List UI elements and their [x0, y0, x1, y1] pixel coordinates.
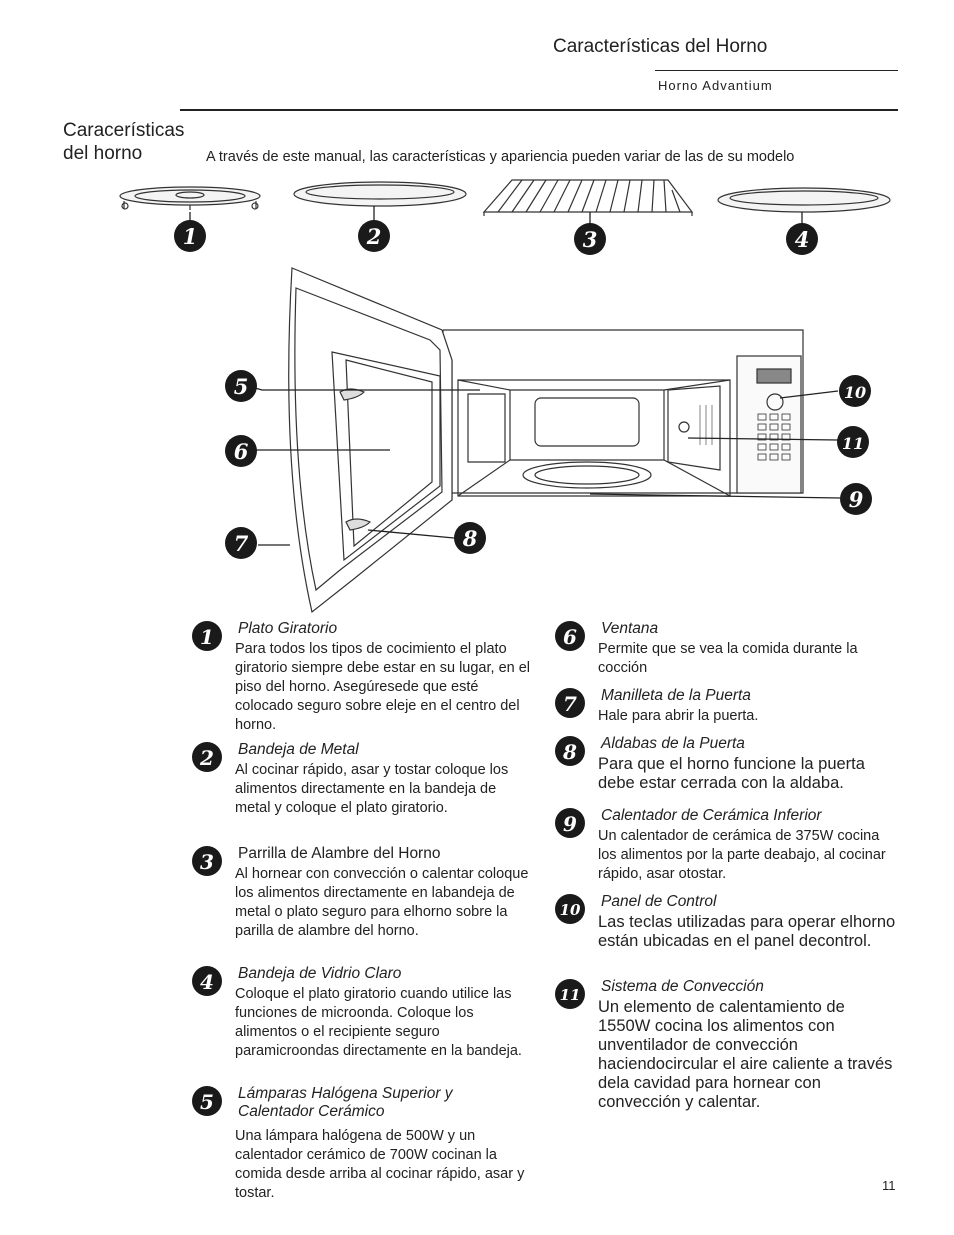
callout-number: 6 — [563, 625, 577, 649]
numbered-callout-icon: 9 — [555, 808, 585, 838]
page-header-subtitle: Horno Advantium — [658, 78, 773, 93]
numbered-callout-icon: 6 — [555, 621, 585, 651]
callout-10-icon: 10 — [839, 375, 871, 407]
callout-8-label: 8 — [462, 526, 478, 551]
callout-2-label: 2 — [366, 224, 382, 249]
section-divider — [180, 109, 898, 111]
feature-description: Al cocinar rápido, asar y tostar coloque… — [235, 762, 509, 816]
numbered-callout-icon: 4 — [192, 966, 222, 996]
callout-4-label: 4 — [795, 227, 810, 252]
feature-description: Un elemento de calentamiento de 1550W co… — [598, 998, 893, 1111]
callout-5-icon: 5 — [225, 370, 257, 402]
feature-description: Permite que se vea la comida durante la … — [598, 641, 858, 676]
callout-9-label: 9 — [849, 487, 864, 512]
oven-illustration: 1 2 3 4 5 6 7 8 10 11 9 — [119, 179, 891, 614]
page-number: 11 — [882, 1178, 896, 1193]
callout-8-icon: 8 — [454, 522, 486, 554]
feature-description: Las teclas utilizadas para operar elhorn… — [598, 913, 896, 950]
callout-number: 7 — [563, 692, 577, 716]
feature-title: Bandeja de Metal — [238, 741, 359, 758]
section-title: Caracerísticas del horno — [63, 119, 184, 165]
page-header-title: Características del Horno — [553, 36, 768, 57]
callout-6-label: 6 — [234, 439, 249, 464]
numbered-callout-icon: 3 — [192, 846, 222, 876]
metal-tray-illustration — [293, 181, 467, 207]
oven-body — [442, 329, 804, 501]
feature-item-9: Calentador de Cerámica Inferior Un calent… — [598, 807, 898, 884]
feature-title: Manilleta de la Puerta — [601, 687, 751, 704]
feature-item-2: Bandeja de Metal Al cocinar rápido, asar … — [235, 741, 531, 818]
section-title-line1: Caracerísticas — [63, 120, 185, 141]
feature-title: Plato Giratorio — [238, 620, 338, 637]
callout-11-icon: 11 — [837, 426, 869, 458]
feature-description: Hale para abrir la puerta. — [598, 708, 759, 724]
callout-1-icon: 1 — [174, 220, 206, 252]
callout-number: 3 — [200, 850, 214, 874]
callout-number: 8 — [562, 740, 577, 764]
feature-item-3: Parrilla de Alambre del Horno Al hornear … — [235, 845, 531, 941]
callout-7-icon: 7 — [225, 527, 257, 559]
feature-title: Parrilla de Alambre del Horno — [238, 845, 441, 862]
numbered-callout-icon: 10 — [555, 894, 585, 924]
numbered-callout-icon: 1 — [192, 621, 222, 651]
glass-tray-illustration — [717, 187, 891, 213]
callout-number: 5 — [200, 1090, 214, 1114]
callout-4-icon: 4 — [786, 223, 818, 255]
section-title-line2: del horno — [63, 143, 143, 164]
feature-title: Panel de Control — [601, 893, 717, 910]
numbered-callout-icon: 5 — [192, 1086, 222, 1116]
feature-description: Un calentador de cerámica de 375W cocina… — [598, 828, 886, 882]
callout-number: 9 — [563, 812, 577, 836]
numbered-callout-icon: 8 — [555, 736, 585, 766]
callout-9-icon: 9 — [840, 483, 872, 515]
callout-1-label: 1 — [183, 224, 198, 249]
callout-number: 10 — [560, 901, 581, 919]
callout-number: 4 — [200, 970, 214, 994]
callout-5-label: 5 — [234, 374, 249, 399]
callout-leaders — [189, 206, 841, 546]
feature-title: Ventana — [601, 620, 659, 637]
feature-title: Calentador de Cerámica Inferior — [601, 807, 822, 824]
feature-title: Sistema de Convección — [601, 978, 764, 995]
wire-rack-illustration — [482, 179, 694, 216]
feature-item-11: Sistema de Convección Un elemento de cale… — [598, 978, 898, 1112]
feature-description: Para que el horno funcione la puerta deb… — [598, 755, 865, 792]
callout-6-icon: 6 — [225, 435, 257, 467]
feature-description: Coloque el plato giratorio cuando utilic… — [235, 986, 522, 1059]
numbered-callout-icon: 2 — [192, 742, 222, 772]
illustration-callouts: 1 2 3 4 5 6 7 8 10 11 9 — [174, 220, 872, 559]
callout-2-icon: 2 — [358, 220, 390, 252]
callout-10-label: 10 — [844, 383, 866, 402]
feature-description: Para todos los tipos de cocimiento el pl… — [235, 641, 531, 733]
callout-3-label: 3 — [583, 227, 598, 252]
callout-3-icon: 3 — [574, 223, 606, 255]
feature-title-line2: Calentador Cerámico — [238, 1103, 385, 1120]
intro-text: A través de este manual, las característ… — [206, 149, 795, 165]
oven-door — [288, 267, 453, 614]
feature-description: Al hornear con convección o calentar col… — [235, 866, 529, 939]
callout-7-label: 7 — [234, 531, 249, 556]
header-divider — [655, 70, 898, 71]
numbered-callout-icon: 7 — [555, 688, 585, 718]
callout-number: 2 — [199, 746, 214, 770]
feature-title: Bandeja de Vidrio Claro — [238, 965, 402, 982]
callout-number: 1 — [200, 625, 214, 649]
feature-title-line1: Lámparas Halógena Superior y — [238, 1085, 453, 1102]
numbered-callout-icon: 11 — [555, 979, 585, 1009]
callout-number: 11 — [560, 986, 581, 1004]
feature-description: Una lámpara halógena de 500W y un calent… — [235, 1128, 525, 1201]
feature-title: Aldabas de la Puerta — [601, 735, 745, 752]
turntable-illustration — [119, 186, 261, 210]
callout-11-label: 11 — [842, 434, 864, 453]
